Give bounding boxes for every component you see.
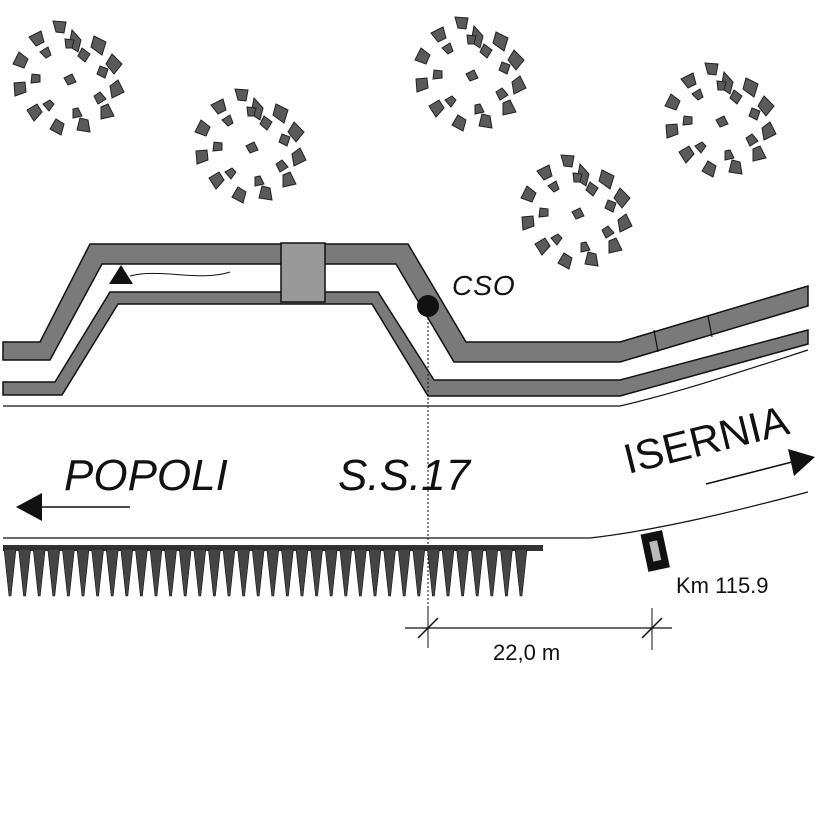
popoli-arrow-head: [16, 493, 42, 521]
hedge-spike: [427, 548, 440, 597]
hedge-spike: [251, 548, 265, 597]
hedge-spike: [237, 548, 250, 597]
road-label: S.S.17: [338, 451, 472, 500]
hedge-spike: [62, 548, 75, 597]
hedge-spike: [105, 548, 119, 597]
road-edge-bottom-curve: [589, 491, 809, 539]
isernia-label: ISERNIA: [619, 396, 793, 482]
hedge-spike: [470, 548, 484, 597]
hedge-spike: [441, 548, 455, 597]
circle-icon: [417, 295, 439, 317]
km-label: Km 115.9: [676, 573, 769, 598]
tree-icon: [414, 16, 527, 132]
hedge-spike: [339, 548, 353, 597]
triangle-icon: [109, 265, 133, 284]
hedge-spike: [383, 548, 396, 597]
joint-mark: [653, 329, 659, 353]
distance-label: 22,0 m: [493, 640, 560, 665]
hedge-row: [3, 545, 543, 597]
hedge-spike: [18, 548, 31, 597]
tree-icon: [520, 154, 633, 270]
tree-icon: [12, 20, 125, 136]
hedge-spike: [32, 548, 46, 597]
hedge-spike: [456, 548, 469, 597]
isernia-arrow-head: [788, 449, 815, 476]
isernia-arrow-line: [705, 461, 793, 485]
hedge-spike: [135, 548, 148, 597]
cso-label: CSO: [452, 270, 516, 301]
hedge-spike: [514, 548, 528, 597]
hedge-spike: [208, 548, 221, 597]
dimension-slash-left: [417, 617, 439, 639]
hedge-spike: [222, 548, 236, 597]
lower-wall: [2, 291, 809, 397]
road-edge-top-curve: [619, 349, 809, 407]
hedge-spike: [3, 548, 17, 597]
hedge-spike: [178, 548, 192, 597]
hedge-spike: [324, 548, 338, 597]
hedge-spike: [354, 548, 367, 597]
dimension-slash-right: [641, 617, 663, 639]
hedge-spike: [295, 548, 309, 597]
hedge-spike: [76, 548, 90, 597]
joint-mark: [707, 315, 713, 338]
hedge-spike: [368, 548, 382, 597]
hedge-spike: [47, 548, 61, 597]
hedge-spike: [310, 548, 323, 597]
hedge-spike: [485, 548, 499, 597]
tree-icon: [194, 88, 307, 204]
hedge-spike: [412, 548, 426, 597]
popoli-label: POPOLI: [64, 451, 228, 500]
upper-wall: [2, 243, 809, 363]
hedge-spike: [193, 548, 207, 597]
hedge-spike: [91, 548, 104, 597]
culvert-box: [280, 242, 326, 303]
hedge-spike: [397, 548, 411, 597]
hedge-spike: [266, 548, 280, 597]
hedge-spike: [149, 548, 163, 597]
tree-icon: [664, 62, 777, 178]
hedge-spike: [281, 548, 294, 597]
hedge-spike: [500, 548, 513, 597]
hedge-spike: [164, 548, 177, 597]
hedge-spike: [120, 548, 134, 597]
hedge-bar: [3, 545, 543, 551]
milestone-icon: [640, 530, 670, 572]
flow-line: [129, 271, 231, 277]
